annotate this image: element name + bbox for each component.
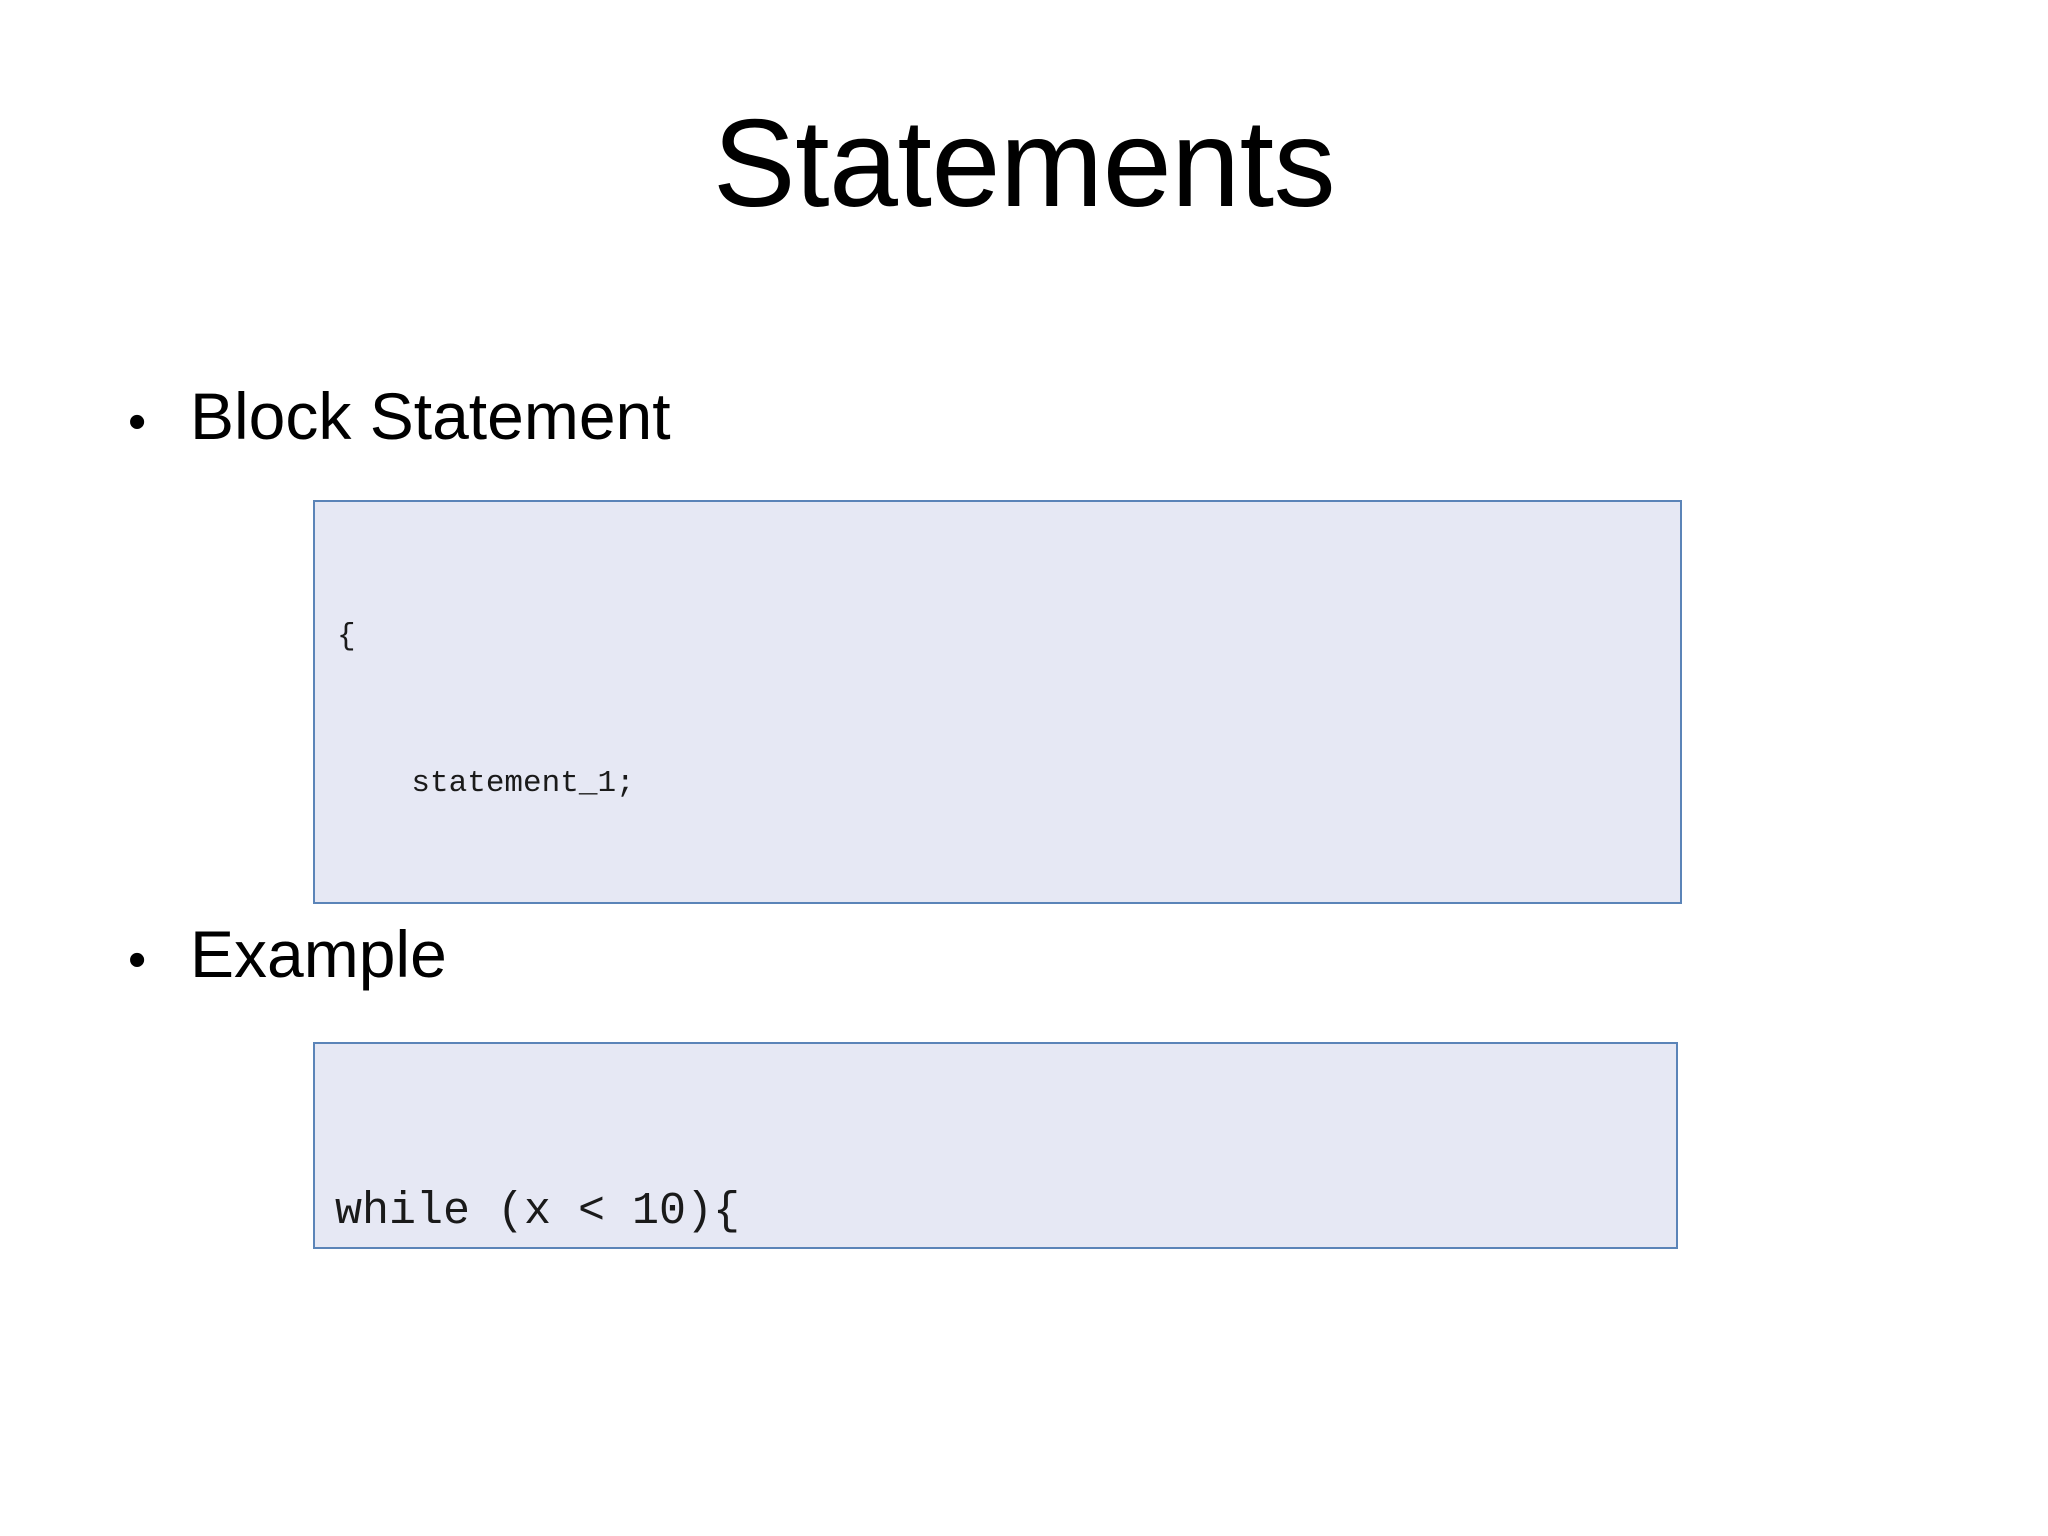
page-title: Statements [712, 95, 1336, 233]
code-line: while (x < 10){ [335, 1186, 741, 1237]
code-line: statement_1; [337, 766, 635, 801]
code-block-block-statement-syntax: { statement_1; statement_2; . . . statem… [313, 500, 1682, 904]
bullet-label-example: Example [190, 917, 447, 991]
bullet-point-icon: • [128, 931, 147, 989]
code-block-while-loop-example: while (x < 10){ x++; } [313, 1042, 1678, 1249]
bullet-item-example: • Example [128, 917, 447, 991]
bullet-label-block-statement: Block Statement [190, 379, 671, 453]
code-line: { [337, 619, 356, 654]
bullet-item-block-statement: • Block Statement [128, 379, 671, 453]
bullet-point-icon: • [128, 393, 147, 451]
